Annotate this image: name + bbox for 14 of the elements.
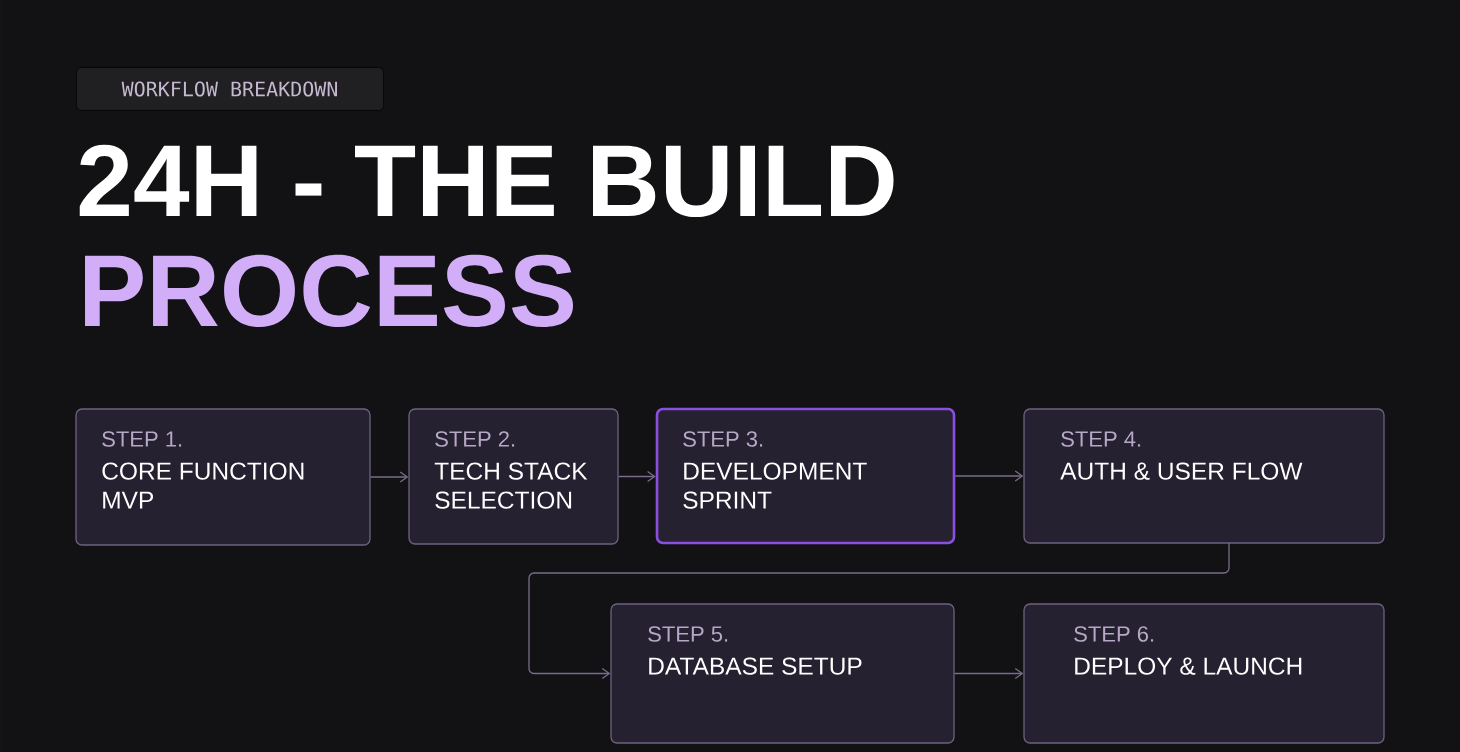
step-box: STEP 1. CORE FUNCTION MVP [75,408,371,546]
arrow [954,470,1024,482]
step-box: STEP 6. DEPLOY & LAUNCH [1023,603,1385,744]
title: 24H - THE BUILD [79,144,894,217]
arrow [528,542,1230,680]
arrow [954,667,1024,680]
step-box: STEP 4. AUTH & USER FLOW [1023,408,1385,544]
step-box: STEP 3. DEVELOPMENT SPRINT [655,407,956,545]
step-box: STEP 5. DATABASE SETUP [610,603,955,744]
tag-badge: WORKFLOW BREAKDOWN [76,67,384,111]
arrow [370,471,409,483]
step-box: STEP 2. TECH STACK SELECTION [408,408,619,545]
arrow [618,470,656,483]
title: PROCESS [85,254,573,327]
